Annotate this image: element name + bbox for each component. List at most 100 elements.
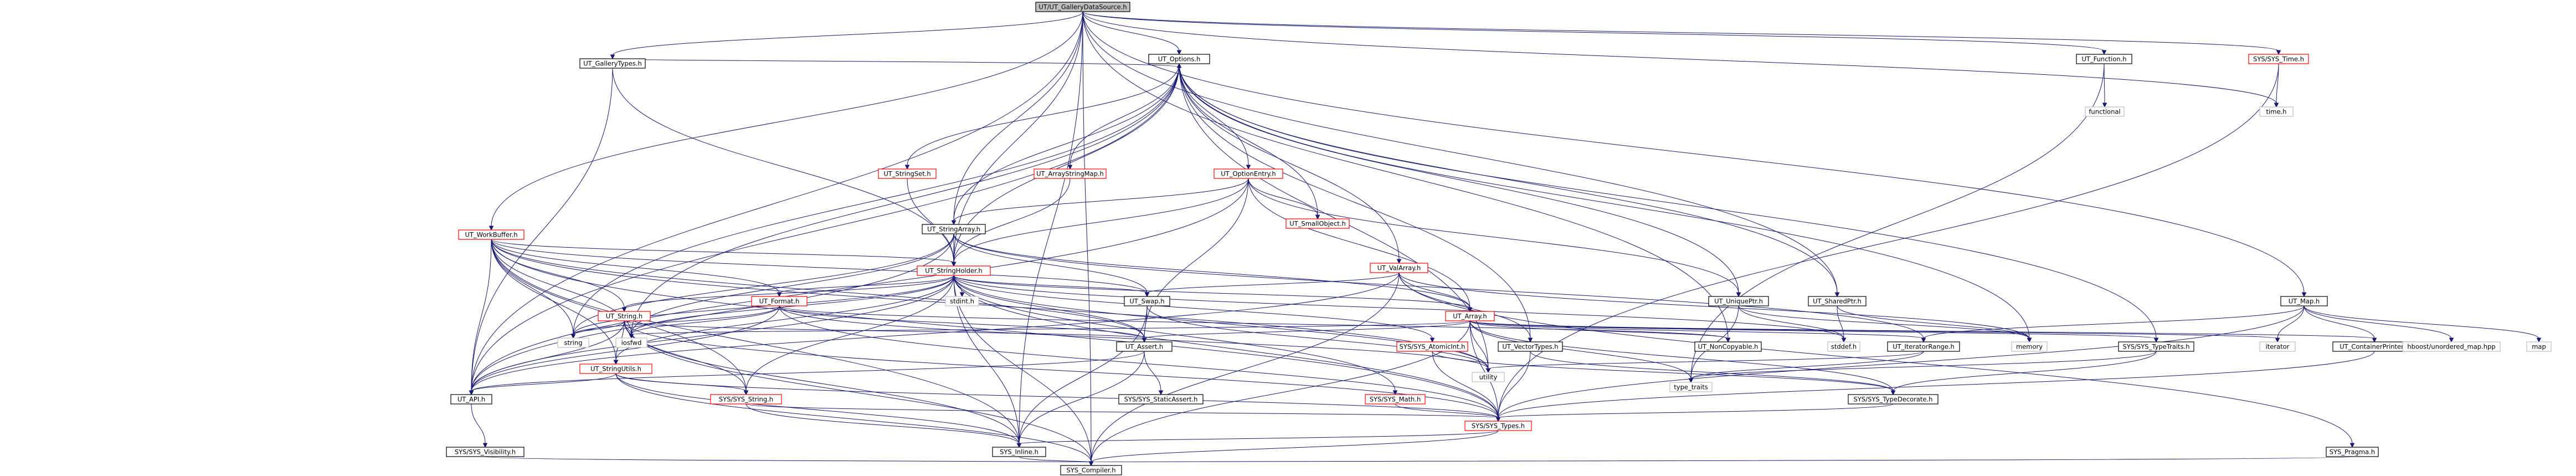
node-label: SYS/SYS_Visibility.h — [455, 448, 516, 456]
edge-systypes-to-inline — [1016, 430, 1499, 448]
node-uniqueptr[interactable]: UT_UniquePtr.h — [1708, 296, 1769, 306]
node-swap[interactable]: UT_Swap.h — [1124, 296, 1170, 306]
node-workbuffer[interactable]: UT_WorkBuffer.h — [458, 229, 525, 240]
node-label: SYS_Compiler.h — [1066, 467, 1115, 474]
edge-map-to-stdmap — [2304, 305, 2542, 343]
node-label: UT_StringUtils.h — [590, 365, 641, 373]
node-staticassert[interactable]: SYS/SYS_StaticAssert.h — [1118, 394, 1204, 405]
node-noncopyable[interactable]: UT_NonCopyable.h — [1694, 341, 1762, 352]
node-stringutils[interactable]: UT_StringUtils.h — [579, 364, 652, 374]
node-utapi[interactable]: UT_API.h — [450, 394, 492, 405]
node-iosfwd[interactable]: iosfwd — [615, 337, 647, 348]
node-std-typetraits[interactable]: type_traits — [1669, 382, 1713, 392]
node-label: UT_StringHolder.h — [925, 267, 982, 275]
edge-stringholder-to-sysmath — [953, 275, 1398, 396]
edge-typetraits-to-std_typetraits — [1688, 351, 2157, 383]
node-functional[interactable]: functional — [2085, 106, 2125, 117]
node-iteratorrange[interactable]: UT_IteratorRange.h — [1887, 341, 1960, 352]
edge-optionentry-to-smallobject — [1248, 178, 1320, 220]
node-label: SYS_Inline.h — [1000, 448, 1038, 456]
edge-atomicint-to-systypes — [1432, 351, 1501, 422]
node-utstring[interactable]: UT_String.h — [598, 311, 651, 321]
node-label: SYS/SYS_StaticAssert.h — [1124, 396, 1198, 403]
node-label: UT_Function.h — [2081, 55, 2126, 63]
node-label: SYS/SYS_TypeTraits.h — [2122, 343, 2189, 351]
node-typedecorate[interactable]: SYS/SYS_TypeDecorate.h — [1848, 394, 1939, 405]
edge-array-to-noncopyable — [1469, 320, 1731, 343]
edge-typedecorate-to-systypes — [1495, 403, 1894, 422]
edge-options-to-arraystringmap — [1067, 63, 1180, 170]
edge-options-to-smallobject — [1179, 63, 1320, 220]
edge-root-to-systime — [1082, 11, 2281, 55]
node-label: stdint.h — [950, 298, 974, 305]
node-hboost[interactable]: hboost/unordered_map.hpp — [2402, 341, 2501, 352]
edge-visibility-to-compiler — [485, 456, 1094, 467]
node-format[interactable]: UT_Format.h — [751, 296, 808, 306]
node-root: UT/UT_GalleryDataSource.h — [1035, 2, 1130, 12]
node-assert[interactable]: UT_Assert.h — [1116, 341, 1173, 352]
node-compiler[interactable]: SYS_Compiler.h — [1060, 465, 1122, 475]
edge-iteratorrange-to-utility — [1485, 351, 1924, 373]
node-visibility[interactable]: SYS/SYS_Visibility.h — [446, 447, 525, 457]
node-label: UT_ArrayStringMap.h — [1036, 170, 1104, 178]
node-containerprinter[interactable]: UT_ContainerPrinter.h — [2332, 341, 2416, 352]
node-label: time.h — [2266, 108, 2287, 116]
edge-workbuffer-to-utstring — [491, 239, 627, 313]
node-systypes[interactable]: SYS/SYS_Types.h — [1464, 421, 1532, 431]
edge-root-to-workbuffer — [489, 11, 1083, 231]
edge-typetraits-to-typedecorate — [1890, 351, 2157, 396]
node-stddef[interactable]: stddef.h — [1827, 341, 1860, 352]
edge-stringholder-to-sysstring — [743, 275, 954, 396]
edge-stringholder-to-format — [777, 275, 954, 298]
edge-assert-to-utapi — [469, 351, 1145, 396]
edge-function-to-std_typetraits — [1688, 63, 2105, 383]
node-options[interactable]: UT_Options.h — [1148, 54, 1210, 64]
node-timeh[interactable]: time.h — [2259, 106, 2294, 117]
node-map[interactable]: UT_Map.h — [2280, 296, 2328, 306]
node-string[interactable]: string — [557, 337, 589, 348]
node-label: SYS_Pragma.h — [2330, 448, 2375, 456]
node-label: string — [564, 339, 582, 347]
node-systime[interactable]: SYS/SYS_Time.h — [2248, 54, 2309, 64]
node-label: utility — [1479, 373, 1498, 381]
edge-root-to-map — [1082, 11, 2307, 298]
node-label: SYS/SYS_Types.h — [1472, 422, 1525, 430]
node-utility[interactable]: utility — [1472, 372, 1505, 382]
node-sharedptr[interactable]: UT_SharedPtr.h — [1808, 296, 1867, 306]
edge-options-to-stringarray — [951, 63, 1180, 226]
node-label: UT_API.h — [457, 396, 485, 403]
node-optionentry[interactable]: UT_OptionEntry.h — [1214, 168, 1283, 179]
node-sysmath[interactable]: SYS/SYS_Math.h — [1365, 394, 1426, 405]
node-label: SYS/SYS_AtomicInt.h — [1400, 343, 1466, 351]
node-smallobject[interactable]: UT_SmallObject.h — [1286, 218, 1350, 229]
node-memory[interactable]: memory — [2011, 341, 2048, 352]
edge-valarray-to-pragma — [1398, 272, 2355, 448]
node-pragma[interactable]: SYS_Pragma.h — [2326, 447, 2379, 457]
node-atomicint[interactable]: SYS/SYS_AtomicInt.h — [1396, 341, 1468, 352]
node-label: UT_StringSet.h — [883, 170, 930, 178]
node-vectortypes[interactable]: UT_VectorTypes.h — [1498, 341, 1563, 352]
edge-map-to-iteratorrange — [1921, 305, 2305, 343]
node-stringholder[interactable]: UT_StringHolder.h — [917, 265, 991, 276]
node-sysstring[interactable]: SYS/SYS_String.h — [710, 394, 782, 405]
node-iterator[interactable]: iterator — [2259, 341, 2296, 352]
node-gallerytypes[interactable]: UT_GalleryTypes.h — [579, 58, 646, 69]
node-label: UT_Array.h — [1453, 313, 1487, 320]
node-inline[interactable]: SYS_Inline.h — [992, 447, 1046, 457]
node-stringset[interactable]: UT_StringSet.h — [878, 168, 937, 179]
node-label: UT_SmallObject.h — [1289, 220, 1346, 228]
edge-root-to-gallerytypes — [610, 11, 1083, 60]
node-label: SYS/SYS_Math.h — [1370, 396, 1421, 403]
node-stringarray[interactable]: UT_StringArray.h — [922, 224, 986, 234]
edge-stringholder-to-stringutils — [613, 275, 954, 365]
edge-format-to-noncopyable — [779, 305, 1731, 343]
node-typetraits[interactable]: SYS/SYS_TypeTraits.h — [2118, 341, 2194, 352]
node-label: UT_StringArray.h — [927, 226, 980, 233]
node-arraystringmap[interactable]: UT_ArrayStringMap.h — [1034, 168, 1107, 179]
node-label: UT_Map.h — [2289, 298, 2320, 305]
node-stdmap[interactable]: map — [2526, 341, 2552, 352]
node-stdint[interactable]: stdint.h — [945, 296, 979, 306]
node-valarray[interactable]: UT_ValArray.h — [1370, 263, 1428, 273]
node-function[interactable]: UT_Function.h — [2076, 54, 2132, 64]
node-array[interactable]: UT_Array.h — [1445, 311, 1495, 321]
